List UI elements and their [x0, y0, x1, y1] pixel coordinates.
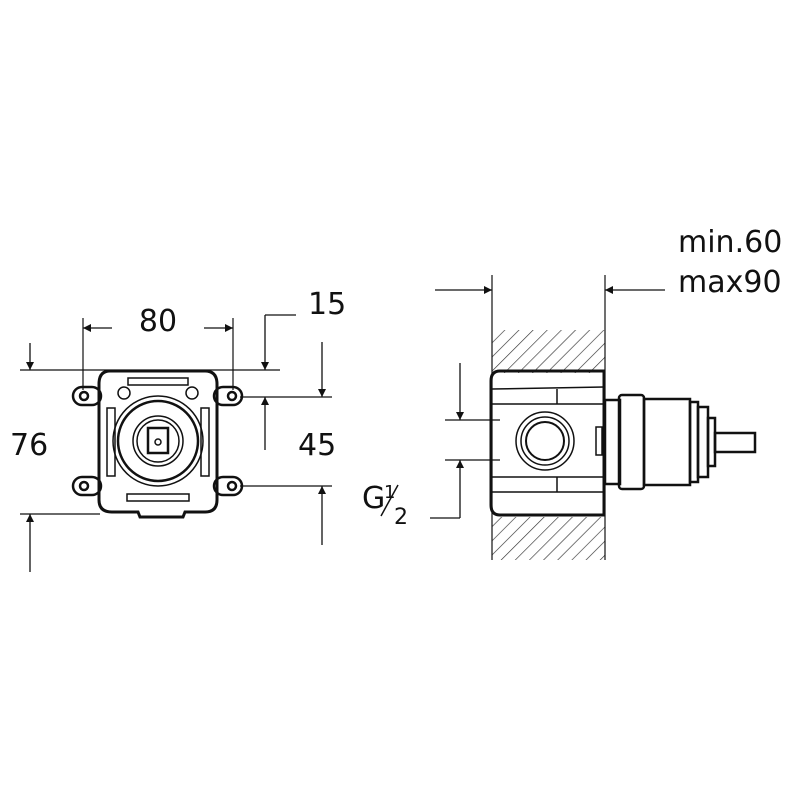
- thread-g: G: [362, 481, 385, 516]
- max-depth-label: max90: [678, 265, 782, 300]
- side-body-details: [491, 386, 605, 493]
- height-dimension-label: 76: [10, 428, 48, 463]
- thread-extension-lines: [430, 419, 500, 519]
- side-view: min.60 max90 G 1 2: [362, 225, 782, 560]
- min-depth-label: min.60: [678, 225, 782, 260]
- thread-denominator: 2: [394, 505, 408, 530]
- thread-numerator: 1: [384, 482, 395, 503]
- mount-dimension-label: 45: [298, 428, 336, 463]
- wall-hatch-top: [492, 330, 605, 373]
- wall-hatch-bottom: [492, 517, 605, 560]
- side-body-outline: [489, 369, 606, 517]
- thread-size-label: G 1 2: [362, 481, 408, 530]
- dimension-arrows: [26, 315, 326, 572]
- valve-body-details: [106, 377, 210, 502]
- front-view: 80 76 15 45: [10, 287, 346, 572]
- offset-dimension-label: 15: [308, 287, 346, 322]
- valve-body-outline: [97, 369, 219, 519]
- cartridge-connector: [603, 393, 757, 491]
- extension-lines: [20, 314, 332, 515]
- side-dimension-arrows: [435, 286, 665, 518]
- width-dimension-label: 80: [139, 304, 177, 339]
